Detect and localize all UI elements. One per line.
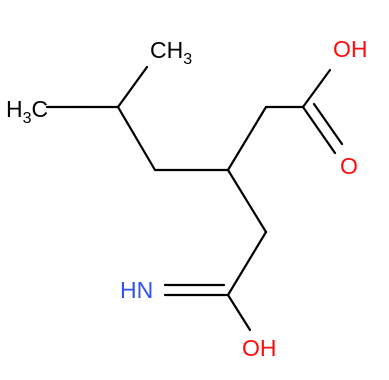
atom-h3c-left: H3C bbox=[6, 96, 48, 127]
bond-cacid-oh bbox=[301, 68, 332, 109]
atom-ch3-top: CH3 bbox=[150, 37, 192, 68]
bond-ch-ch2a bbox=[116, 105, 157, 172]
bond-c3-ch2c bbox=[226, 168, 268, 234]
bond-ch-ch3 bbox=[116, 65, 149, 109]
bonds bbox=[45, 65, 344, 332]
atom-oh-bottom: OH bbox=[242, 335, 277, 361]
bond-cacid-o-2 bbox=[312, 102, 344, 146]
atom-hn-imine: HN bbox=[120, 277, 153, 303]
bond-ch2c-camid bbox=[226, 230, 268, 297]
atom-oh-top: OH bbox=[333, 36, 368, 62]
bond-c3-ch2b bbox=[226, 105, 268, 172]
bond-cacid-o-1 bbox=[301, 105, 337, 155]
bond-camid-oh bbox=[226, 293, 252, 332]
atom-o-carbonyl: O bbox=[340, 153, 358, 179]
